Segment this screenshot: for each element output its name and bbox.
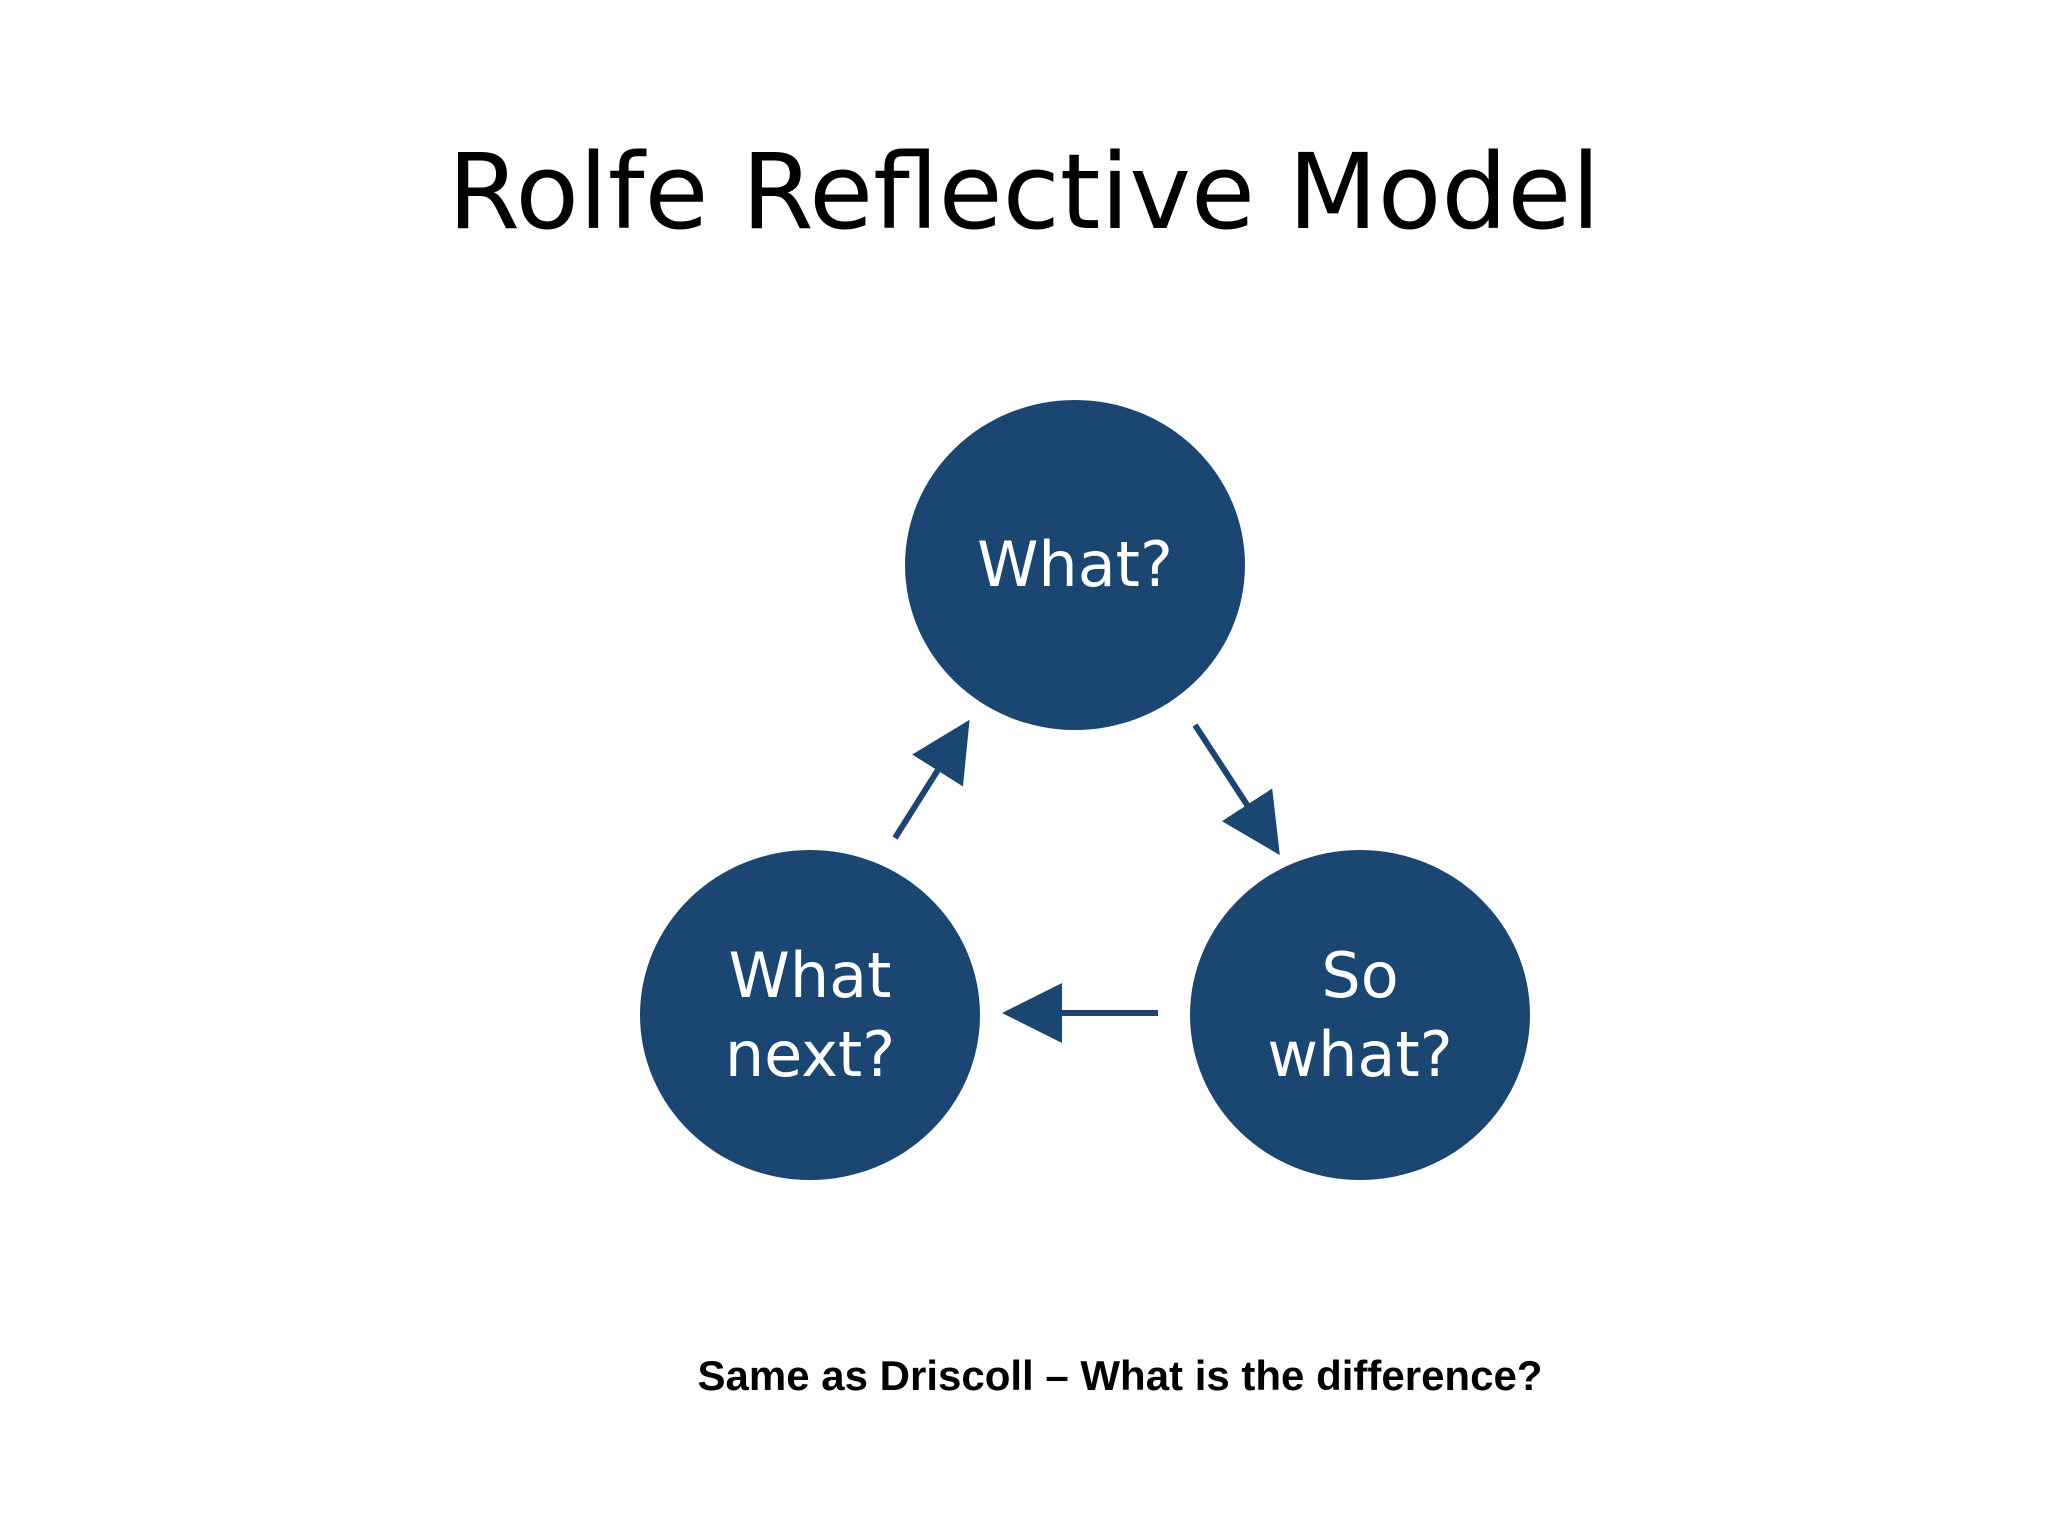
slide-title: Rolfe Reflective Model <box>447 131 1601 253</box>
node-what: What? <box>905 400 1245 730</box>
node-so-what-label: So what? <box>1267 938 1453 1091</box>
node-what-label: What? <box>977 528 1173 602</box>
reflective-cycle-diagram: What? So what? What next? <box>620 380 1540 1240</box>
cycle-arrows <box>892 719 1280 1043</box>
node-so-what: So what? <box>1190 850 1530 1180</box>
node-what-next: What next? <box>640 850 980 1180</box>
arrow-what-to-so-what <box>1192 723 1280 856</box>
slide-caption: Same as Driscoll – What is the differenc… <box>697 1352 1543 1399</box>
arrow-what-next-to-what <box>892 719 970 840</box>
node-what-next-label: What next? <box>724 938 896 1091</box>
